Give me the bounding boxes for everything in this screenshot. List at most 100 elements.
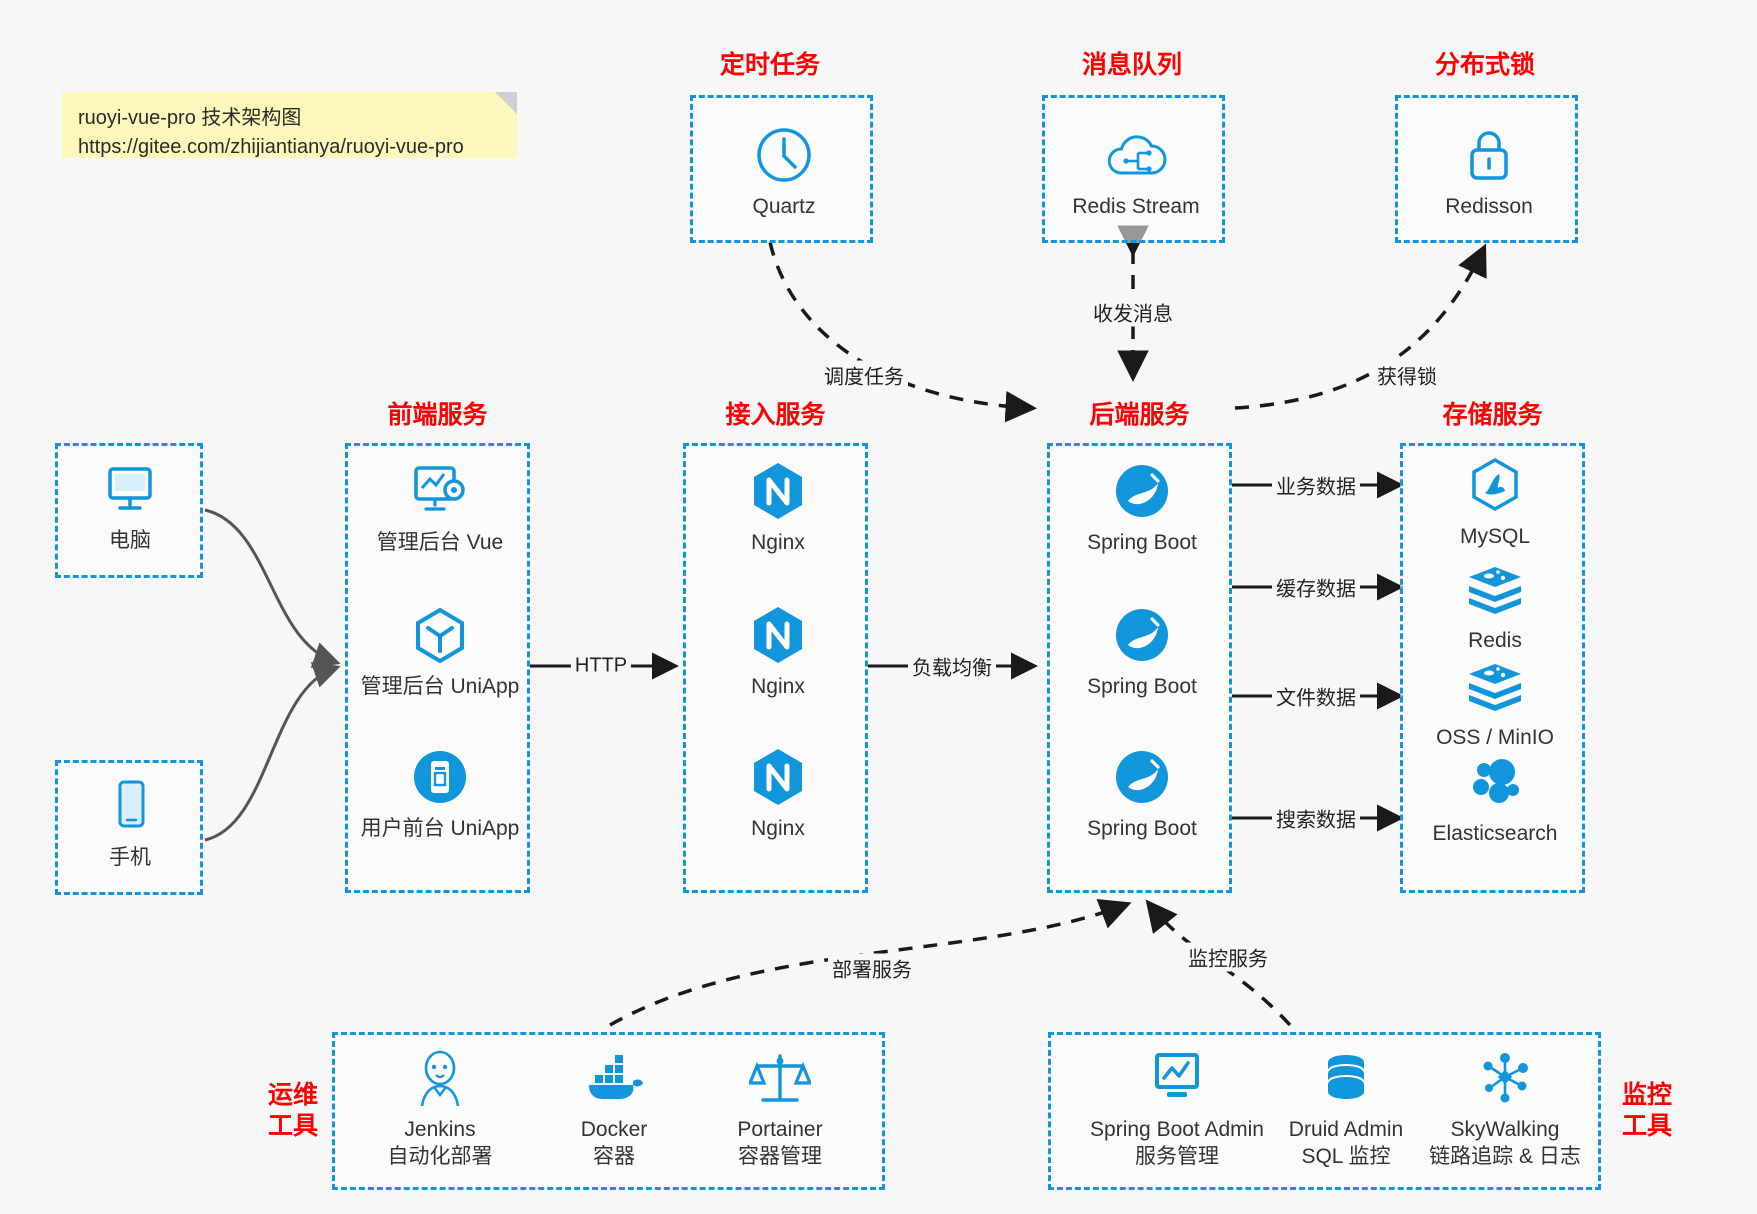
elasticsearch-icon: [1410, 751, 1580, 813]
group-title-monitor-line1: 监控: [1621, 1081, 1672, 1109]
nginx-icon: [693, 604, 863, 666]
group-box-client-mobile: 手机: [55, 760, 203, 895]
node-redisson[interactable]: Redisson: [1404, 124, 1574, 220]
group-box-storage: MySQL Redis OSS: [1400, 443, 1585, 893]
node-label: Quartz: [752, 195, 816, 218]
uniapp-cube-icon: [355, 604, 525, 666]
edge-label-send-receive-message: 收发消息: [1089, 297, 1177, 327]
group-title-lock: 分布式锁: [1434, 51, 1535, 79]
group-title-mq: 消息队列: [1081, 51, 1182, 79]
group-title-devops-line2: 工具: [267, 1111, 318, 1140]
node-mobile[interactable]: 手机: [45, 775, 215, 871]
node-sublabel: 容器: [593, 1145, 635, 1169]
edge-label-deploy-service: 部署服务: [828, 953, 916, 983]
node-label: Nginx: [751, 675, 805, 698]
node-user-uniapp[interactable]: 用户前台 UniApp: [355, 746, 525, 842]
spring-boot-icon: [1057, 604, 1227, 666]
group-title-gateway: 接入服务: [725, 401, 826, 429]
node-label: Portainer: [737, 1118, 823, 1141]
node-skywalking[interactable]: SkyWalking 链路追踪 & 日志: [1395, 1047, 1615, 1171]
group-title-monitor-line2: 工具: [1621, 1111, 1672, 1140]
node-label: Druid Admin: [1288, 1118, 1404, 1141]
monitor-chart-icon: [1067, 1047, 1287, 1109]
group-box-backend: Spring Boot Spring Boot Spring Boot: [1047, 443, 1232, 893]
group-title-monitor: 监控 工具: [1612, 1080, 1682, 1141]
dashboard-gear-icon: [355, 460, 525, 522]
node-spring-boot-admin[interactable]: Spring Boot Admin 服务管理: [1067, 1047, 1287, 1171]
node-label: Spring Boot: [1087, 675, 1197, 698]
node-label: 手机: [109, 846, 151, 869]
node-nginx-1[interactable]: Nginx: [693, 460, 863, 556]
node-oss-minio[interactable]: OSS / MinIO: [1410, 655, 1580, 751]
nginx-icon: [693, 460, 863, 522]
node-redis-stream[interactable]: Redis Stream: [1051, 124, 1221, 220]
node-label: Nginx: [751, 817, 805, 840]
group-box-client-desktop: 电脑: [55, 443, 203, 578]
node-spring-boot-2[interactable]: Spring Boot: [1057, 604, 1227, 700]
node-sublabel: 服务管理: [1135, 1145, 1219, 1169]
mobile-app-icon: [355, 746, 525, 808]
group-box-monitor: Spring Boot Admin 服务管理 Druid Admin SQL 监…: [1048, 1032, 1601, 1190]
node-sublabel: 自动化部署: [387, 1145, 493, 1169]
node-spring-boot-1[interactable]: Spring Boot: [1057, 460, 1227, 556]
node-label: Redisson: [1445, 195, 1533, 218]
node-portainer[interactable]: Portainer 容器管理: [695, 1047, 865, 1171]
node-sublabel: 容器管理: [738, 1145, 822, 1169]
node-label: 电脑: [109, 529, 151, 552]
group-title-devops-line1: 运维: [267, 1081, 318, 1109]
database-icon: [1251, 1047, 1441, 1109]
group-title-devops: 运维 工具: [258, 1080, 328, 1141]
node-label: SkyWalking: [1450, 1118, 1560, 1141]
group-box-mq: Redis Stream: [1042, 95, 1225, 243]
edge-label-cache-data: 缓存数据: [1272, 572, 1360, 602]
node-label: OSS / MinIO: [1436, 726, 1554, 749]
node-sublabel: SQL 监控: [1301, 1145, 1391, 1169]
node-nginx-2[interactable]: Nginx: [693, 604, 863, 700]
node-admin-uniapp[interactable]: 管理后台 UniApp: [355, 604, 525, 700]
group-title-scheduler: 定时任务: [719, 51, 820, 79]
note-line-2: https://gitee.com/zhijiantianya/ruoyi-vu…: [78, 136, 464, 158]
spring-boot-icon: [1057, 746, 1227, 808]
edge-label-file-data: 文件数据: [1272, 681, 1360, 711]
node-redis[interactable]: Redis: [1410, 558, 1580, 654]
group-title-backend: 后端服务: [1089, 401, 1190, 429]
redis-icon: [1410, 558, 1580, 620]
docker-icon: [529, 1047, 699, 1109]
node-quartz[interactable]: Quartz: [699, 124, 869, 220]
jenkins-icon: [355, 1047, 525, 1109]
node-label: Elasticsearch: [1432, 822, 1558, 845]
edge-label-business-data: 业务数据: [1272, 470, 1360, 500]
node-label: 管理后台 Vue: [376, 531, 504, 554]
node-label: Redis Stream: [1072, 195, 1200, 218]
node-desktop[interactable]: 电脑: [45, 458, 215, 554]
node-label: Jenkins: [404, 1118, 476, 1141]
node-mysql[interactable]: MySQL: [1410, 454, 1580, 550]
edge-label-http: HTTP: [570, 654, 632, 678]
node-label: Redis: [1468, 629, 1522, 652]
group-box-gateway: Nginx Nginx Nginx: [683, 443, 868, 893]
note-fold-icon: [495, 92, 517, 114]
node-label: Nginx: [751, 531, 805, 554]
note-line-1: ruoyi-vue-pro 技术架构图: [78, 107, 302, 129]
redis-icon: [1410, 655, 1580, 717]
node-label: Docker: [580, 1118, 648, 1141]
node-label: MySQL: [1459, 525, 1530, 548]
note-callout: ruoyi-vue-pro 技术架构图 https://gitee.com/zh…: [62, 92, 517, 158]
node-label: 管理后台 UniApp: [360, 675, 520, 698]
node-admin-vue[interactable]: 管理后台 Vue: [355, 460, 525, 556]
node-druid-admin[interactable]: Druid Admin SQL 监控: [1251, 1047, 1441, 1171]
cloud-stream-icon: [1051, 124, 1221, 186]
node-label: Spring Boot: [1087, 531, 1197, 554]
node-docker[interactable]: Docker 容器: [529, 1047, 699, 1171]
desktop-icon: [45, 458, 215, 520]
edge-label-search-data: 搜索数据: [1272, 803, 1360, 833]
node-elasticsearch[interactable]: Elasticsearch: [1410, 751, 1580, 847]
spring-boot-icon: [1057, 460, 1227, 522]
lock-icon: [1404, 124, 1574, 186]
node-spring-boot-3[interactable]: Spring Boot: [1057, 746, 1227, 842]
mobile-icon: [45, 775, 215, 837]
edge-label-monitor-service: 监控服务: [1184, 942, 1272, 972]
group-box-devops: Jenkins 自动化部署 Docker 容器: [332, 1032, 885, 1190]
node-nginx-3[interactable]: Nginx: [693, 746, 863, 842]
node-jenkins[interactable]: Jenkins 自动化部署: [355, 1047, 525, 1171]
